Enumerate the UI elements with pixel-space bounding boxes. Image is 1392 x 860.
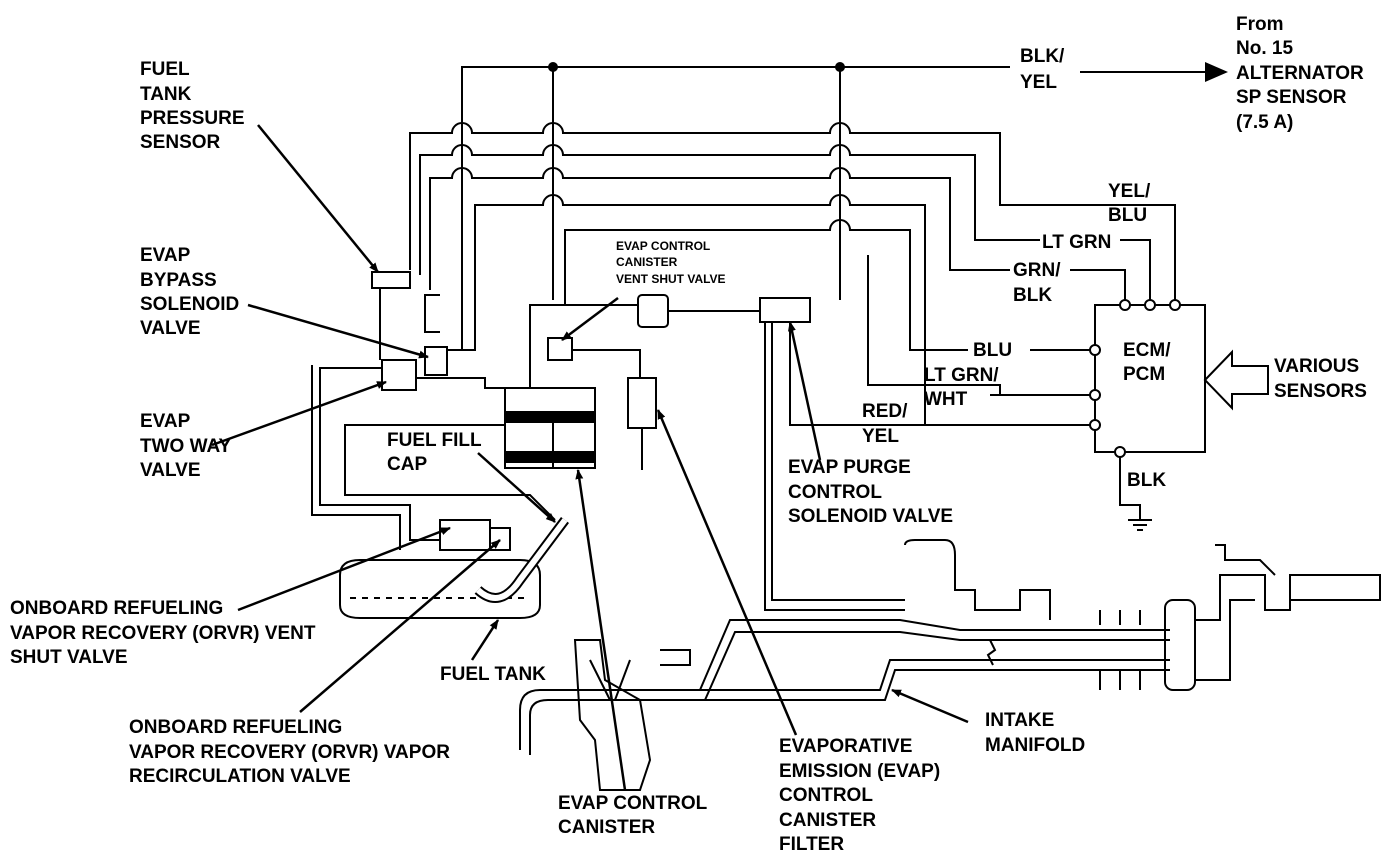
inline-filter-box (637, 294, 669, 328)
leader-fuel-tank (470, 619, 500, 661)
label-fuel-tank: FUEL TANK (440, 664, 546, 685)
feed-drop-1 (443, 67, 463, 351)
canister-filter-body (627, 377, 657, 429)
wire-label-grn-blk: GRN/ BLK (1013, 260, 1066, 306)
leader-evap-canister (575, 469, 627, 791)
wire-grn-blk (1070, 269, 1126, 300)
wire-label-blk: BLK (1127, 470, 1166, 491)
hose-purge-down (764, 322, 905, 611)
ecm-pcm-box (1094, 304, 1206, 453)
canister-layer (504, 451, 596, 463)
harness-wire-1 (409, 122, 1128, 270)
manifold-lower (700, 659, 1170, 691)
leader-vent-shut-valve (561, 297, 619, 341)
label-evap-two-way-valve: EVAP TWO WAY VALVE (140, 411, 236, 481)
leader-bypass-solenoid (247, 303, 429, 359)
canister-vent-shut-valve (547, 337, 573, 361)
component-labels: FUEL TANK PRESSURE SENSOR EVAP BYPASS SO… (10, 14, 1369, 855)
ground-symbol (1128, 519, 1152, 531)
various-sensors-arrow (1203, 349, 1269, 411)
harness-wire-5 (564, 219, 968, 351)
label-canister-vent-shut-valve: EVAP CONTROL CANISTER VENT SHUT VALVE (616, 239, 726, 286)
harness-wire-4 (440, 194, 926, 426)
injector (589, 659, 631, 701)
orvr-vent-shut-valve-body (439, 519, 491, 551)
manifold-port (1099, 670, 1141, 690)
throttle-housing (1164, 599, 1196, 691)
hose-two-way (319, 367, 382, 390)
label-orvr-vapor-recirculation-valve: ONBOARD REFUELING VAPOR RECOVERY (ORVR) … (129, 717, 455, 787)
pressure-sensor-bracket (424, 294, 440, 333)
manifold-port (1099, 610, 1141, 625)
wire-label-red-yel: RED/ YEL (862, 401, 913, 447)
hose-canister-to-tank (344, 424, 556, 521)
evap-bypass-solenoid (424, 346, 448, 376)
splice-points (548, 62, 845, 72)
label-intake-manifold: INTAKE MANIFOLD (985, 710, 1085, 756)
wire-label-blu: BLU (973, 340, 1012, 361)
manifold-lower (705, 669, 1170, 701)
intake-manifold-assembly (519, 539, 1381, 791)
wiring-harness (409, 66, 1205, 520)
wire-label-lt-grn: LT GRN (1042, 232, 1111, 253)
harness-wire-2 (419, 144, 1040, 275)
hose-two-way-to-tank-2 (311, 365, 401, 550)
ecm-terminals (1089, 299, 1181, 458)
air-duct (1195, 599, 1255, 681)
label-fuel-tank-pressure-sensor: FUEL TANK PRESSURE SENSOR (140, 59, 250, 153)
fuel-tank-pressure-sensor (371, 271, 411, 289)
air-duct-top (1215, 544, 1276, 576)
wire-blk-ground (1119, 452, 1141, 520)
splice-point (835, 62, 845, 72)
fuel-tank-body (339, 559, 541, 619)
hose-two-way-to-canister (416, 377, 505, 389)
label-evap-canister-filter: EVAPORATIVE EMISSION (EVAP) CONTROL CANI… (779, 736, 945, 855)
leader-fuel-tank-pressure-sensor (257, 124, 379, 273)
hose-canister-vent (529, 304, 638, 388)
fuse-arrow (1205, 62, 1228, 82)
evap-two-way-valve (381, 359, 417, 391)
label-ecm-pcm: ECM/ PCM (1123, 340, 1176, 385)
label-orvr-vent-shut-valve: ONBOARD REFUELING VAPOR RECOVERY (ORVR) … (10, 598, 321, 668)
blk-yel-feed-wire (461, 66, 1010, 92)
fuel-rail (660, 649, 691, 666)
leader-lines (211, 124, 969, 791)
hose-vent-shut (572, 349, 641, 378)
leader-canister-filter (656, 409, 798, 736)
leader-purge-solenoid (788, 321, 822, 461)
harness-wire-7 (789, 320, 1095, 426)
manifold-coil (986, 639, 997, 666)
label-fuel-fill-cap: FUEL FILL CAP (387, 430, 487, 475)
air-duct (1195, 574, 1381, 621)
leader-fuel-fill-cap (477, 452, 556, 523)
harness-wire-3 (429, 167, 1010, 290)
wire-color-labels: BLK/ YEL YEL/ BLU LT GRN GRN/ BLK BLU LT… (862, 46, 1166, 491)
leader-orvr-vent (237, 526, 451, 612)
label-evap-purge-control-solenoid-valve: EVAP PURGE CONTROL SOLENOID VALVE (788, 457, 953, 527)
canister-layer (504, 411, 596, 423)
fuel-fill-pipe-inner (475, 518, 568, 601)
leader-orvr-recirc (299, 539, 501, 713)
manifold-runner (519, 619, 1170, 750)
manifold-runner (529, 631, 1170, 755)
hose-purge-down-2 (771, 322, 905, 601)
label-various-sensors: VARIOUS SENSORS (1274, 356, 1367, 402)
purge-control-solenoid (759, 297, 811, 323)
label-evap-control-canister: EVAP CONTROL CANISTER (558, 793, 712, 838)
label-evap-bypass-solenoid-valve: EVAP BYPASS SOLENOID VALVE (140, 245, 245, 339)
leader-two-way-valve (211, 380, 387, 447)
wire-yel-blu (1128, 204, 1176, 300)
leader-intake-manifold (891, 688, 969, 724)
throttle-body (904, 539, 1051, 620)
wire-label-yel-blu: YEL/ BLU (1108, 181, 1156, 226)
engine-block (573, 639, 652, 791)
splice-point (548, 62, 558, 72)
components (339, 271, 811, 619)
wire-label-lt-grn-wht: LT GRN/ WHT (924, 365, 1004, 410)
label-from-fuse: From No. 15 ALTERNATOR SP SENSOR (7.5 A) (1236, 14, 1369, 133)
wire-lt-grn (1120, 239, 1151, 300)
wire-label-blk-yel: BLK/ YEL (1020, 46, 1070, 93)
